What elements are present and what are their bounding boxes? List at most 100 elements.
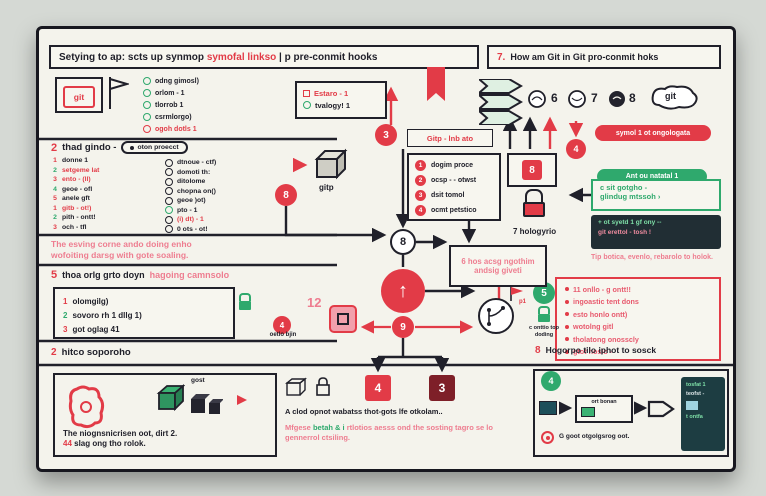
list-item: setgeme lat (62, 166, 100, 174)
list-num: 2 (53, 166, 57, 174)
teal-panel: tosfat 1 teofst - t ontfa (681, 377, 725, 451)
check-circle-icon (143, 101, 151, 109)
list-item: gtot hoslo - (573, 347, 613, 357)
red-blob-icon (68, 385, 105, 429)
git-blob-icon (651, 85, 698, 110)
top-checklist: odng gimosl) orlom - 1 tlorrob 1 csrmlor… (143, 75, 263, 135)
green-box-line: c sit gotgho - (600, 183, 648, 192)
bottom-right-caption: G goot otgolgsrog oot. (559, 433, 630, 440)
list-item: ento - (ll) (62, 176, 91, 184)
list-item: geoe )ot) (177, 197, 206, 205)
green-lock-icon (239, 293, 251, 310)
header-right-number: 7. (497, 51, 506, 63)
hub-up-arrow-icon: ↑ (381, 269, 425, 313)
red-triangle-icon (237, 395, 247, 405)
bullet-icon (565, 299, 569, 304)
text2-pink: Mfgese (285, 423, 313, 432)
red-flag-icon (510, 287, 523, 301)
light-rect-icon (686, 401, 698, 410)
list-item: chopna on() (177, 187, 216, 195)
dark-code-panel: + ot syetd 1 gf ony -- git erettol - tos… (591, 215, 721, 249)
green-rect-icon (581, 407, 595, 417)
bottom-right-title: Hogorpo tilo iphot to sosck (545, 345, 657, 355)
caption-number: 44 (63, 439, 72, 448)
circle-icon (165, 158, 173, 167)
list-item: ingoastic tent dons (573, 297, 639, 307)
red-pill-label: symol 1 ot ongologata (595, 125, 711, 141)
list-num: 3 (53, 176, 57, 184)
list-num: 3 (63, 324, 68, 334)
list-item: olomgilg) (72, 296, 109, 306)
text2-green: betah & i (312, 423, 345, 432)
flow-box-label: ort bonan (591, 399, 617, 405)
gost-label: gost (191, 377, 205, 384)
list-num: 1 (53, 157, 57, 165)
cube-label: gitp (319, 183, 334, 192)
bottom-middle-text2: Mfgese betah & i rtlotios aesss ond the … (285, 423, 529, 442)
pentagon-arrow-icon (647, 400, 675, 418)
estaro-line: Estaro - 1 (314, 88, 349, 98)
list-num: 4 (53, 185, 57, 193)
list-item: 11 onllo - g ontt!! (573, 284, 631, 294)
step-circle-8-outline: 8 (390, 229, 416, 255)
list-item: sovoro rh 1 dllg 1) (72, 310, 142, 320)
list-item: ditolome (177, 178, 206, 186)
checklist-item: tlorrob 1 (155, 101, 184, 109)
list-item: (i) dt) - 1 (177, 216, 204, 224)
tip-caption: Tip botica, evenlo, rebarolo to holok. (591, 254, 713, 261)
step-circle-4: 4 (566, 139, 586, 159)
caption-line: The niognsnicrisen oot, dirt 2. (63, 429, 178, 438)
section2-heading: 2 thad gindo - oton proecct (51, 141, 188, 154)
lock-dot-icon (130, 145, 135, 150)
git-badge-box: git (55, 77, 103, 113)
list-item: pto - 1 (177, 206, 198, 214)
step-circle-4-green: 4 (541, 371, 561, 391)
list-item: donne 1 (62, 157, 89, 165)
check-circle-icon (143, 113, 151, 121)
list-item: domoti th: (177, 168, 211, 176)
code-line: git erettol - tosh ! (598, 229, 652, 236)
num-circle-icon: 3 (415, 190, 426, 201)
padlock-icon (523, 189, 545, 217)
circle-icon (165, 177, 173, 186)
teal-line: teofst - (686, 391, 705, 397)
circle4-label: oetlo bjin (269, 332, 297, 338)
cube-sketch-icon (285, 377, 307, 396)
sketch-circle-icon (568, 90, 586, 108)
list-item: pith - ontt! (62, 214, 96, 222)
step-circle-8-red: 8 (275, 184, 297, 206)
list-item: dsit tomol (431, 192, 465, 199)
section2b-number: 2 (51, 347, 57, 358)
number-7: 7 (591, 91, 598, 105)
bullet-icon (565, 349, 569, 354)
list-item: anele gft (62, 195, 90, 203)
bottom-right-number: 8 (535, 345, 541, 356)
checklist-item: ogoh dotls 1 (155, 125, 197, 133)
section2-number: 2 (51, 141, 58, 154)
teal-rect-icon (539, 401, 557, 415)
bullet-icon (565, 312, 569, 317)
section2b-heading: 2 hitco soporoho (51, 347, 131, 358)
square-3: 3 (429, 375, 455, 401)
number-8: 8 (629, 91, 636, 105)
list-item: ocsp - - otwst (431, 177, 477, 184)
square-4: 4 (365, 375, 391, 401)
git-blob-label: git (665, 91, 676, 101)
bottom-middle-text1: A clod opnot wabatss thot-gots lfe otkol… (285, 407, 443, 416)
bullet-icon (565, 324, 569, 329)
chevron-arrows-icon (479, 79, 523, 125)
square8-box: 8 (507, 153, 557, 187)
estaro-line: tvalogy! 1 (315, 100, 351, 110)
list-num: 3 (53, 223, 57, 231)
list-item: wotolng gitl (573, 322, 614, 332)
text2-pink: rtlotios aesss ond the sosting tagro se … (285, 423, 493, 442)
section2-title: thad gindo - (62, 142, 117, 153)
list-num: 1 (53, 204, 57, 212)
paragraph-line: The esving corne ando doing enho (51, 239, 192, 249)
gitp-label: Gitp - lnb ato (426, 133, 474, 143)
bottom-right-heading: 8 Hogorpo tilo iphot to sosck (535, 345, 656, 356)
section5-title-pink: hagoing camnsolo (149, 270, 230, 280)
section5-number: 5 (51, 269, 58, 281)
